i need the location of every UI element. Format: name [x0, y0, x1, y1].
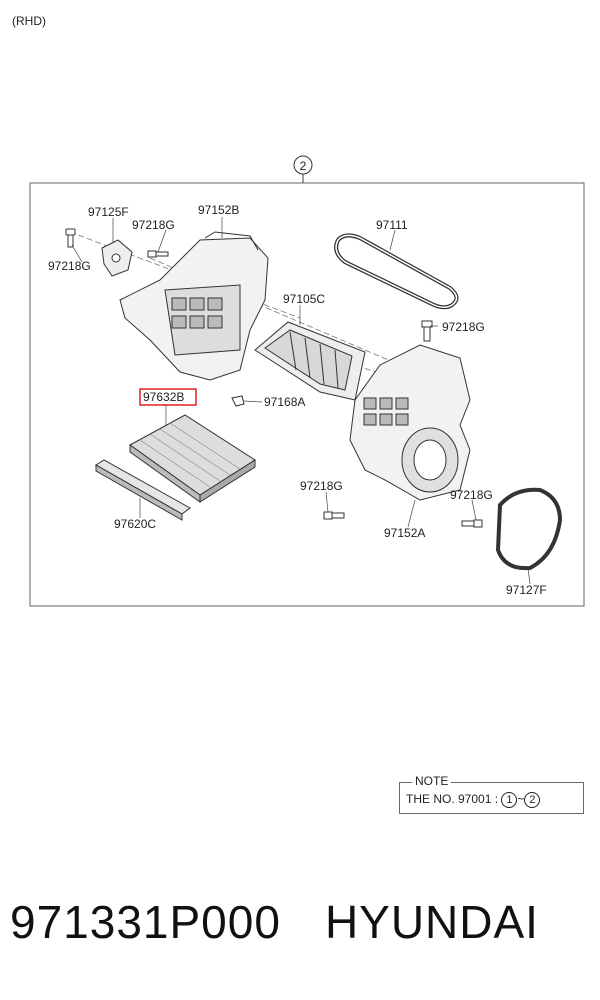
label-97125f: 97125F: [88, 205, 129, 219]
note-text: THE NO. 97001 : 1~2: [406, 792, 541, 808]
duct-97105c: [254, 321, 366, 401]
seal-97127f: [495, 487, 563, 571]
label-97105c: 97105C: [283, 292, 325, 306]
exploded-parts-diagram: 2: [29, 155, 585, 607]
label-97152a: 97152A: [384, 526, 425, 540]
label-97218g-bottom-right: 97218G: [450, 488, 493, 502]
bolt-97218g-top: [147, 250, 169, 258]
label-97218g-top: 97218G: [132, 218, 175, 232]
label-97168a: 97168A: [264, 395, 305, 409]
bolt-97218g-right: [421, 320, 433, 342]
clip-97168a: [231, 395, 245, 407]
group-ref-circle: [293, 155, 313, 175]
note-prefix: THE NO. 97001 :: [406, 792, 499, 807]
variant-label: (RHD): [12, 14, 46, 28]
note-box: [399, 782, 584, 814]
blower-housing-lower: [349, 344, 471, 501]
bolt-97218g-bottom-right: [461, 519, 483, 528]
range-start-circle: 1: [501, 792, 518, 808]
range-separator: ~: [517, 792, 525, 807]
bolt-97218g-mid: [323, 511, 345, 520]
range-end-circle: 2: [524, 792, 541, 808]
group-frame: [29, 182, 585, 607]
label-97152b: 97152B: [198, 203, 239, 217]
label-97218g-right: 97218G: [442, 320, 485, 334]
cabin-filter-97632b: [129, 414, 256, 503]
blower-housing-upper: [119, 231, 269, 381]
filter-cover-97620c: [95, 459, 191, 521]
group-ref-number: 2: [300, 159, 307, 173]
bracket-97125f: [101, 239, 133, 277]
label-97127f: 97127F: [506, 583, 547, 597]
label-97218g-left: 97218G: [48, 259, 91, 273]
label-97111: 97111: [376, 218, 408, 232]
bolt-97218g-left: [65, 228, 76, 248]
part-number: 971331P000: [10, 896, 281, 948]
label-97218g-mid: 97218G: [300, 479, 343, 493]
label-97620c: 97620C: [114, 517, 156, 531]
note-title: NOTE: [412, 774, 452, 788]
gasket-97111: [334, 233, 459, 310]
label-97632b: 97632B: [143, 390, 184, 404]
highlight-box-97632b: [139, 388, 197, 406]
footer-caption: 971331P000 HYUNDAI: [10, 895, 583, 949]
brand-name: HYUNDAI: [324, 896, 539, 948]
